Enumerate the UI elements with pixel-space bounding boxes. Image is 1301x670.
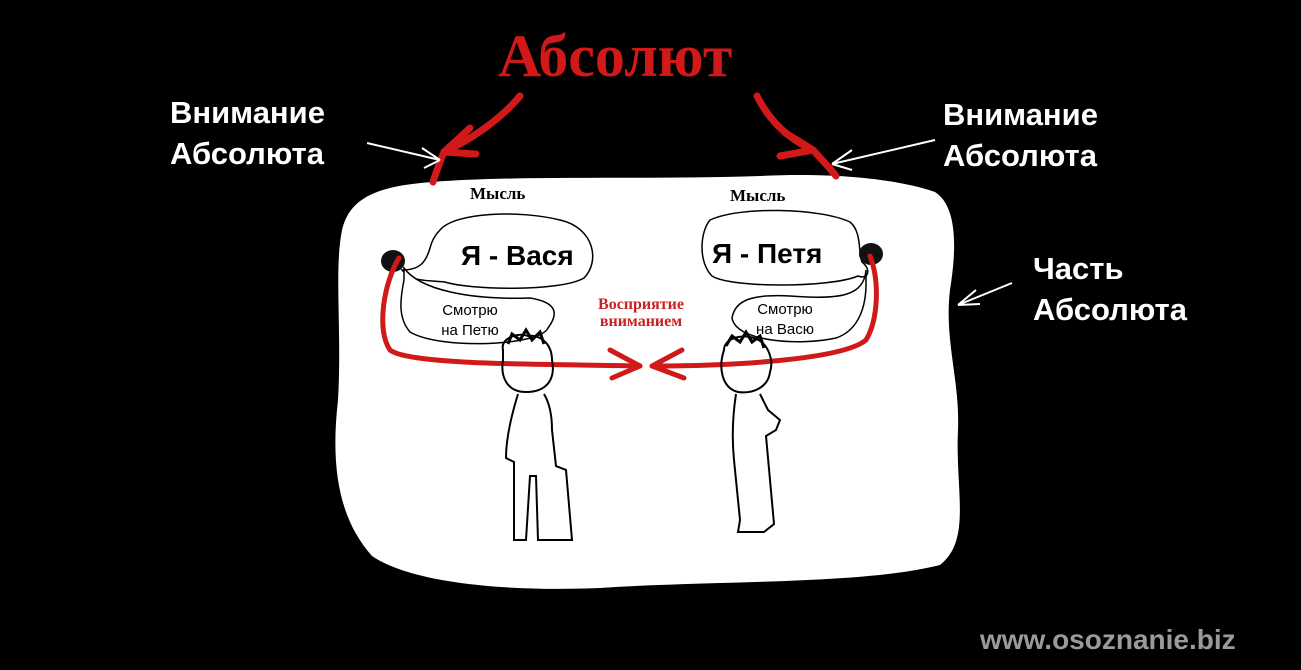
petya-thought-text: Я - Петя [712, 238, 823, 269]
thought-bubble-vasya [400, 213, 594, 345]
pointer-arrow-part [957, 282, 1013, 306]
vasya-mind-dot [381, 250, 405, 272]
vasya-looking-text: Смотрю на Петю [441, 302, 499, 339]
perception-label: Восприятие вниманием [598, 296, 684, 330]
thought-caption-left: Мысль [470, 184, 526, 203]
attention-arrow-left [429, 92, 524, 186]
vasya-figure [501, 327, 574, 541]
vasya-thought-text: Я - Вася [461, 240, 574, 271]
absolute-part-area [335, 174, 960, 589]
petya-looking-text: Смотрю на Васю [756, 301, 814, 338]
attention-label-right: Внимание Абсолюта [943, 97, 1098, 173]
petya-attention-arrow [649, 253, 879, 381]
vasya-attention-arrow [380, 255, 643, 381]
petya-figure [720, 329, 782, 533]
thought-bubble-petya [701, 209, 869, 343]
website-watermark: www.osoznanie.biz [980, 624, 1236, 655]
pointer-arrow-right [831, 139, 936, 171]
part-of-absolute-label: Часть Абсолюта [1033, 251, 1187, 327]
attention-arrow-right [753, 92, 840, 180]
absolute-title: Абсолют [498, 23, 733, 89]
attention-label-left: Внимание Абсолюта [170, 95, 325, 171]
thought-caption-right: Мысль [730, 186, 786, 205]
pointer-arrow-left [366, 142, 441, 169]
